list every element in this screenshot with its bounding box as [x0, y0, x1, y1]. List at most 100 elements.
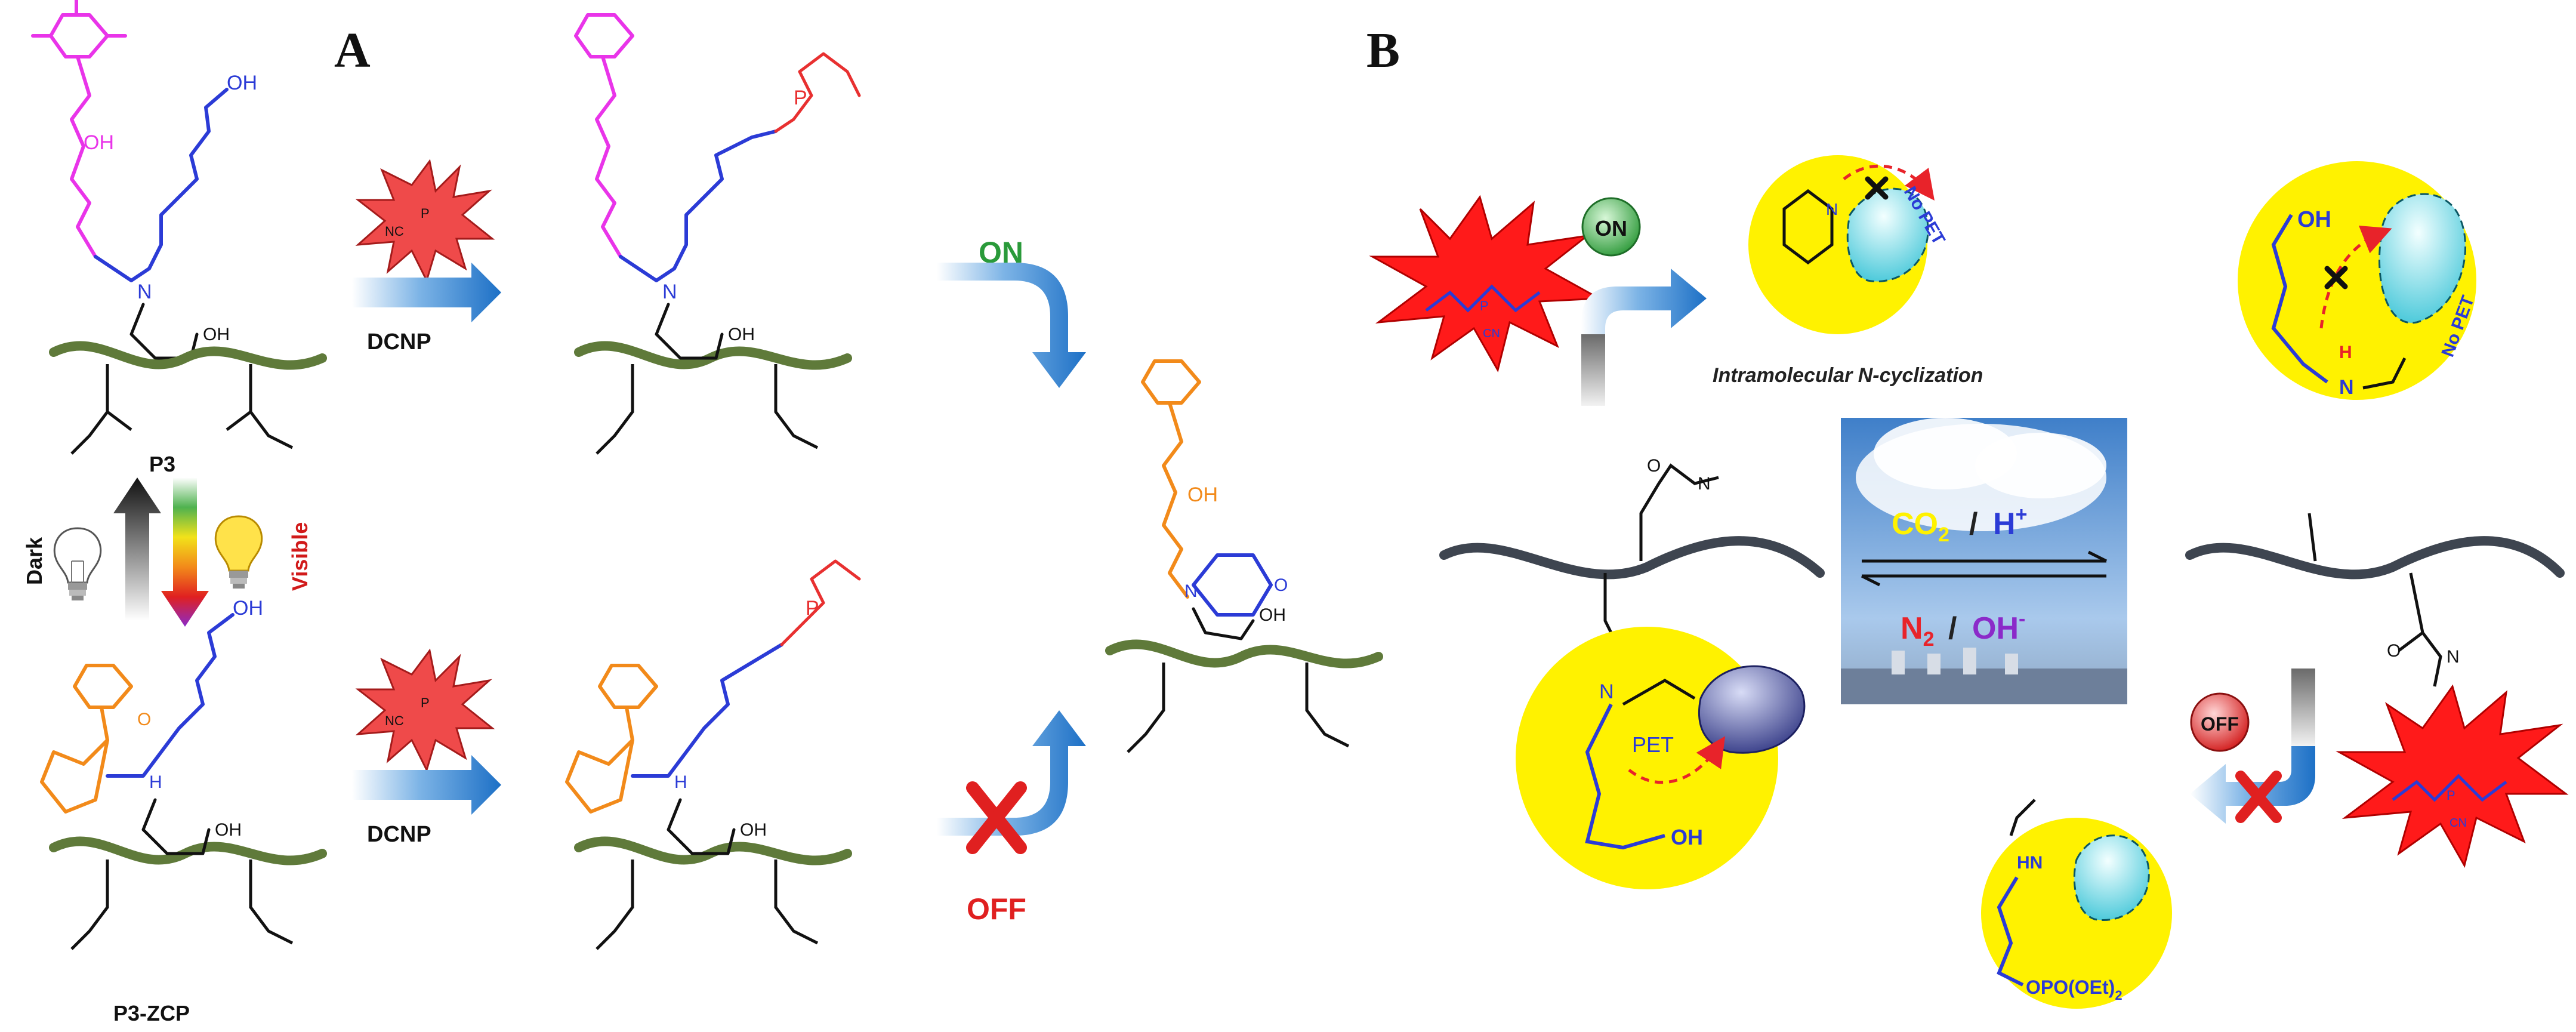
zcp-hn-plus: H [149, 772, 162, 792]
p3-oh-label: OH [84, 131, 114, 154]
amide-o-b-right: O [2387, 641, 2401, 661]
visible-label: Visible [288, 522, 312, 591]
no-pet-cross-right-icon [2324, 266, 2348, 289]
on-path: ON [937, 236, 1086, 388]
dcnp-top-nc: NC [385, 224, 404, 239]
no-pet-cross-top-icon [1865, 176, 1889, 200]
bulb-on-icon [214, 515, 263, 589]
product-hn: HN [2017, 853, 2043, 873]
right-n: N [2339, 376, 2354, 399]
visible-arrow [161, 478, 209, 627]
dcnp-starburst-b-right: P CN [2336, 684, 2569, 868]
reaction-arrow-bottom [352, 755, 501, 815]
dcnp-b2-cn: CN [2449, 817, 2467, 830]
off-cross-icon [966, 781, 1027, 854]
dcnp-starburst-bottom [355, 648, 495, 773]
on-badge [1581, 197, 1641, 257]
off-badge-label: OFF [2201, 713, 2239, 735]
dcnp-top-p: P [421, 206, 430, 221]
phosphorylated-state-circle: HN OPO(OEt)2 [1981, 799, 2172, 1009]
polymer-label-p3: P3 [149, 452, 175, 476]
cooling-towers [1892, 648, 2018, 674]
zcp-terminal-oh: OH [233, 597, 263, 620]
p3-terminal-oh: OH [227, 72, 257, 94]
right-oh: OH [2297, 207, 2331, 232]
cyclized-state-circle: N No PET [1748, 155, 1949, 334]
oh-minus-label: OH- [1972, 608, 2025, 646]
cyclized-n-plus: N [1184, 581, 1198, 601]
off-badge [2190, 692, 2250, 752]
dcnp-b-cn: CN [1483, 327, 1500, 340]
dark-label: Dark [22, 537, 47, 585]
molecule-p3-open: OH OH N OH [31, 0, 257, 360]
zcp-o-minus: O [137, 710, 151, 729]
bulb-off-icon [53, 527, 102, 602]
on-badge-label: ON [1595, 216, 1627, 241]
zcpp-backbone-oh: OH [740, 820, 767, 840]
dcnp-bottom-nc: NC [385, 713, 404, 728]
h-plus-label: H+ [1993, 503, 2027, 541]
cyclized-oh: OH [1187, 483, 1218, 506]
p3-n-atom: N [137, 281, 152, 303]
molecule-p3-phosphorylated: P N OH [574, 13, 861, 360]
phosphate-p-atom: P [794, 87, 807, 109]
dcnp-starburst-b-left: P CN [1369, 195, 1603, 372]
pet-state-circle: N OH PET [1516, 627, 1806, 889]
protonated-state-circle: OH N H No PET [2238, 161, 2478, 400]
reagent-label-top: DCNP [367, 329, 431, 355]
p3-backbone-oh: OH [203, 325, 230, 344]
slash-bottom: / [1948, 611, 1957, 646]
on-arrow-b [1581, 269, 1707, 406]
amide-pendants-a [70, 364, 1350, 950]
cyclized-ring-o: O [1274, 575, 1288, 595]
on-switch-b: ON [1581, 197, 1707, 406]
off-label: OFF [967, 892, 1026, 926]
dcnp-bottom-p: P [421, 695, 430, 710]
dark-arrow [113, 478, 161, 621]
n2-label: N2 [1901, 611, 1934, 651]
molecule-p3-zcp-phosphorylated: P H OH [565, 559, 861, 855]
p3p-n-atom: N [662, 281, 677, 303]
cyclization-caption: Intramolecular N-cyclization [1713, 364, 1983, 387]
molecule-cyclized: OH N O OH [1141, 359, 1288, 640]
co2-n2-switch-panel: CO2 / H+ N2 / OH- [1841, 418, 2127, 704]
off-arrow [937, 710, 1086, 836]
panel-a: A OH OH N OH [22, 0, 1383, 1025]
pet-n-atom: N [1599, 680, 1614, 703]
pet-label: PET [1632, 732, 1674, 757]
panel-b: B P CN ON N No PET Intr [1366, 23, 2569, 1009]
panel-b-letter: B [1366, 23, 1400, 78]
amide-n-b-right: N [2447, 647, 2460, 667]
off-cross-b-icon [2235, 771, 2282, 823]
dcnp-reaction-bottom: NC P DCNP [352, 648, 501, 847]
dcnp-starburst-top [355, 159, 495, 284]
molecule-p3-zcp: O OH H OH [40, 597, 263, 855]
cyclized-backbone-oh: OH [1259, 605, 1286, 625]
panel-a-letter: A [334, 23, 371, 78]
co2-label: CO2 [1892, 507, 1949, 546]
slash-top: / [1969, 507, 1977, 541]
off-path: OFF [937, 710, 1086, 926]
on-arrow [937, 263, 1086, 388]
zcp-backbone-oh: OH [215, 820, 242, 840]
amide-o-b: O [1647, 456, 1661, 476]
zcpp-hn-plus: H [674, 772, 687, 792]
reagent-label-bottom: DCNP [367, 822, 431, 847]
dcnp-reaction-top: NC P DCNP [352, 159, 501, 355]
polymer-label-p3-zcp: P3-ZCP [113, 1001, 190, 1025]
dcnp-b-p: P [1480, 298, 1489, 313]
photoswitch: Dark Visible [22, 478, 312, 627]
polymer-b-right: O N [2185, 513, 2565, 687]
right-h: H [2339, 343, 2352, 362]
amide-n-b: N [1698, 474, 1711, 494]
reaction-arrow-top [352, 263, 501, 322]
cyclized-b-n: N [1826, 200, 1838, 218]
p3p-backbone-oh: OH [728, 325, 755, 344]
phosphate2-p-atom: P [806, 597, 819, 620]
dcnp-b2-p: P [2447, 788, 2455, 803]
pet-bottom-oh: OH [1671, 825, 1703, 849]
product-tail: OPO(OEt)2 [2026, 976, 2122, 1003]
off-switch-b: OFF [2190, 669, 2315, 824]
